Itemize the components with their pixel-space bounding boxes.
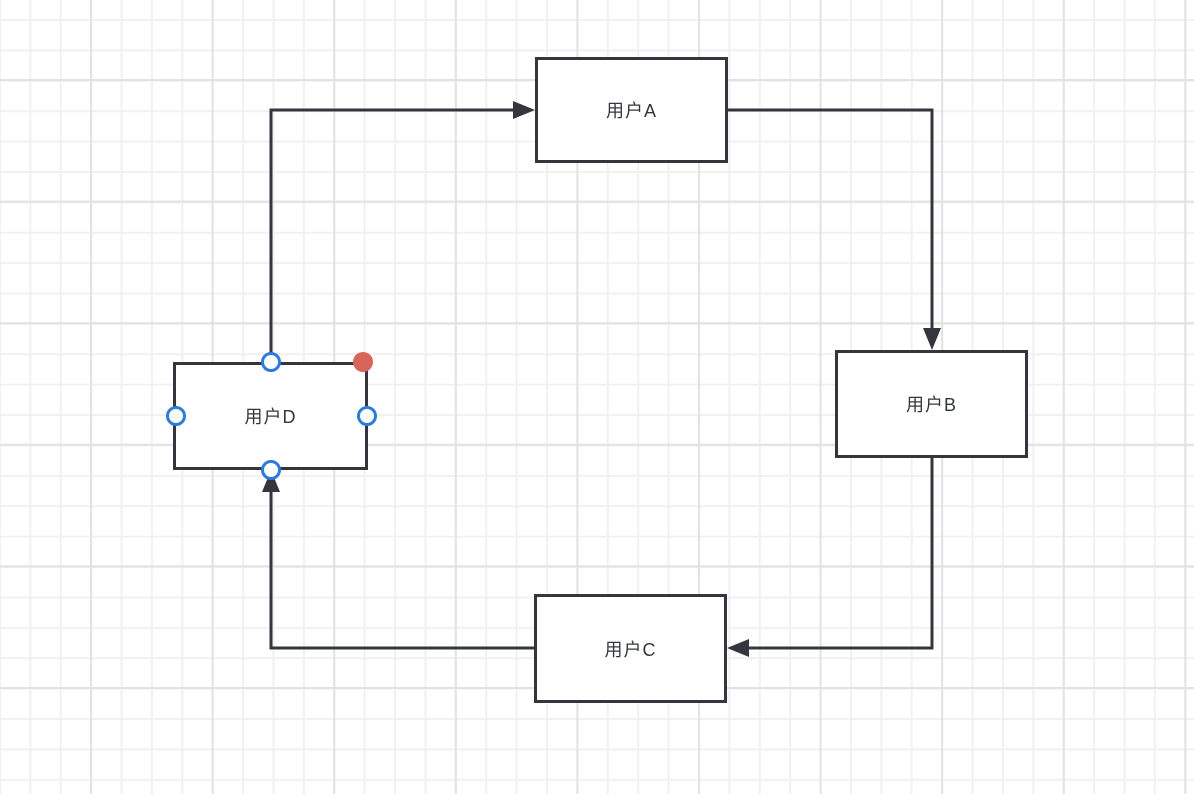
connector-b-to-c-line [748, 458, 934, 650]
node-user-b[interactable]: 用户B [835, 350, 1028, 458]
connector-c-to-d[interactable] [262, 470, 534, 650]
node-user-c-label: 用户C [604, 639, 657, 660]
connector-c-to-d-line [269, 491, 534, 650]
node-user-b-label: 用户B [905, 395, 957, 415]
connector-a-to-b-line [728, 108, 934, 329]
connector-a-to-b[interactable] [728, 108, 941, 350]
node-user-d[interactable]: 用户D [173, 362, 368, 470]
connector-d-to-a-line [269, 108, 514, 361]
connection-point-top-icon[interactable] [261, 352, 281, 372]
connector-d-to-a[interactable] [269, 101, 535, 361]
node-user-a-label: 用户A [605, 101, 657, 121]
connection-point-bottom-icon[interactable] [261, 460, 281, 480]
arrowhead-into-b-icon [923, 328, 941, 350]
connection-point-right-icon[interactable] [357, 406, 377, 426]
arrowhead-into-a-icon [513, 101, 535, 119]
edge-endpoint-dot-icon[interactable] [353, 352, 373, 372]
connection-point-left-icon[interactable] [166, 406, 186, 426]
node-user-c[interactable]: 用户C [534, 594, 727, 703]
connector-b-to-c[interactable] [727, 458, 934, 657]
arrowhead-into-c-icon [727, 639, 749, 657]
node-user-a[interactable]: 用户A [535, 57, 728, 163]
node-user-d-label: 用户D [244, 407, 297, 427]
arrowhead-into-d-icon [262, 470, 280, 492]
